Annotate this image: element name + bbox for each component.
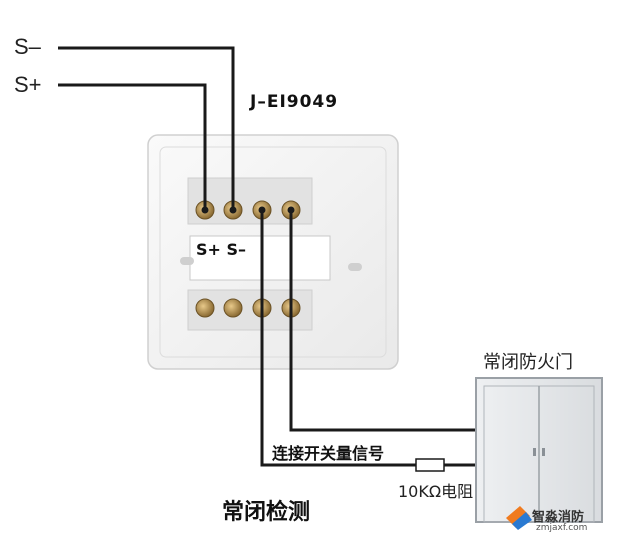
fire-door xyxy=(475,377,603,523)
signal-wire-upper xyxy=(289,210,476,432)
signal-label: 连接开关量信号 xyxy=(272,444,385,463)
logo-url: zmjaxf.com xyxy=(536,523,588,533)
door-title: 常闭防火门 xyxy=(483,352,573,373)
s-minus-label: S– xyxy=(14,34,41,59)
resistor-label: 10KΩ电阻 xyxy=(398,482,474,501)
signal-wire-lower xyxy=(260,210,416,467)
s-plus-wire xyxy=(58,83,207,210)
model-number: J–EI9049 xyxy=(250,92,339,112)
logo-icon xyxy=(506,506,532,530)
diagram-caption: 常闭检测 xyxy=(222,500,311,525)
module-panel xyxy=(147,134,399,370)
logo-name: 智淼消防 xyxy=(532,510,585,525)
terminal-labels: S+ S– xyxy=(196,240,247,259)
wire-terminal-dots xyxy=(201,206,295,214)
resistor-symbol xyxy=(415,458,445,472)
s-plus-label: S+ xyxy=(14,72,42,97)
s-minus-wire xyxy=(58,46,235,210)
wires xyxy=(58,46,476,467)
